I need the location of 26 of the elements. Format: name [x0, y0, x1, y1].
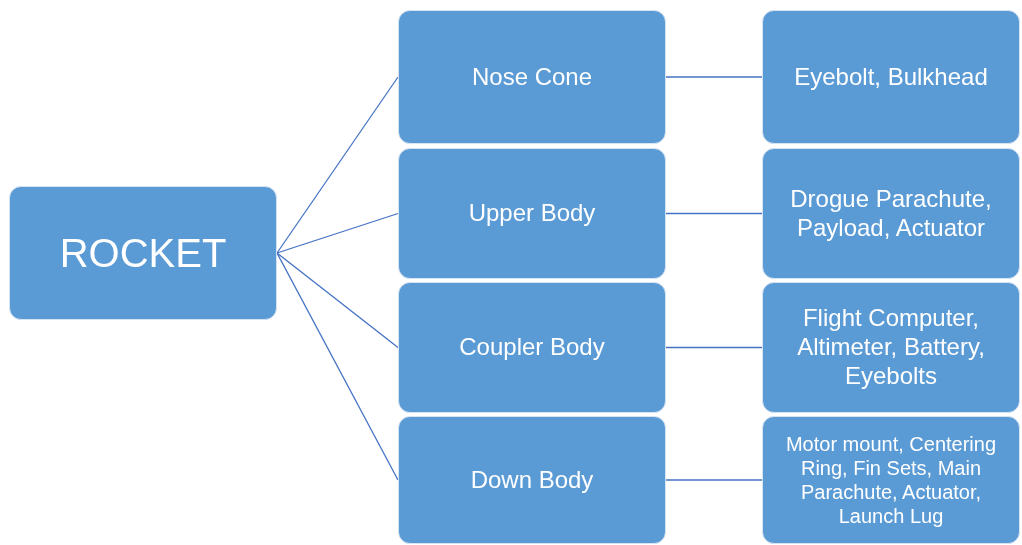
- connector-line: [665, 479, 763, 481]
- box-label: Nose Cone: [471, 62, 593, 92]
- box-label: Flight Computer, Altimeter, Battery, Eyebolts: [796, 304, 986, 391]
- process-box: [398, 282, 666, 413]
- process-box: [762, 148, 1020, 279]
- root-box: [9, 186, 277, 320]
- process-box: [398, 10, 666, 144]
- box-label: Drogue Parachute, Payload, Actuator: [789, 184, 993, 243]
- box-label: Upper Body: [468, 199, 596, 228]
- box-label: ROCKET: [59, 230, 227, 277]
- connector-line: [276, 252, 399, 349]
- box-label: Coupler Body: [459, 333, 605, 362]
- connector-line: [276, 212, 399, 254]
- connector-line: [665, 346, 763, 349]
- box-label: Down Body: [470, 465, 594, 495]
- connector-line: [276, 76, 399, 254]
- process-box: [762, 282, 1020, 413]
- process-box: [762, 416, 1020, 544]
- box-label: Motor mount, Centering Ring, Fin Sets, Main Parachute, Actuator, Launch Lug: [784, 432, 998, 528]
- connector-line: [665, 76, 763, 78]
- box-label: Eyebolt, Bulkhead: [794, 62, 988, 92]
- process-box: [398, 416, 666, 544]
- connector-line: [276, 252, 399, 481]
- connector-line: [665, 212, 763, 215]
- process-box: [398, 148, 666, 279]
- process-box: [762, 10, 1020, 144]
